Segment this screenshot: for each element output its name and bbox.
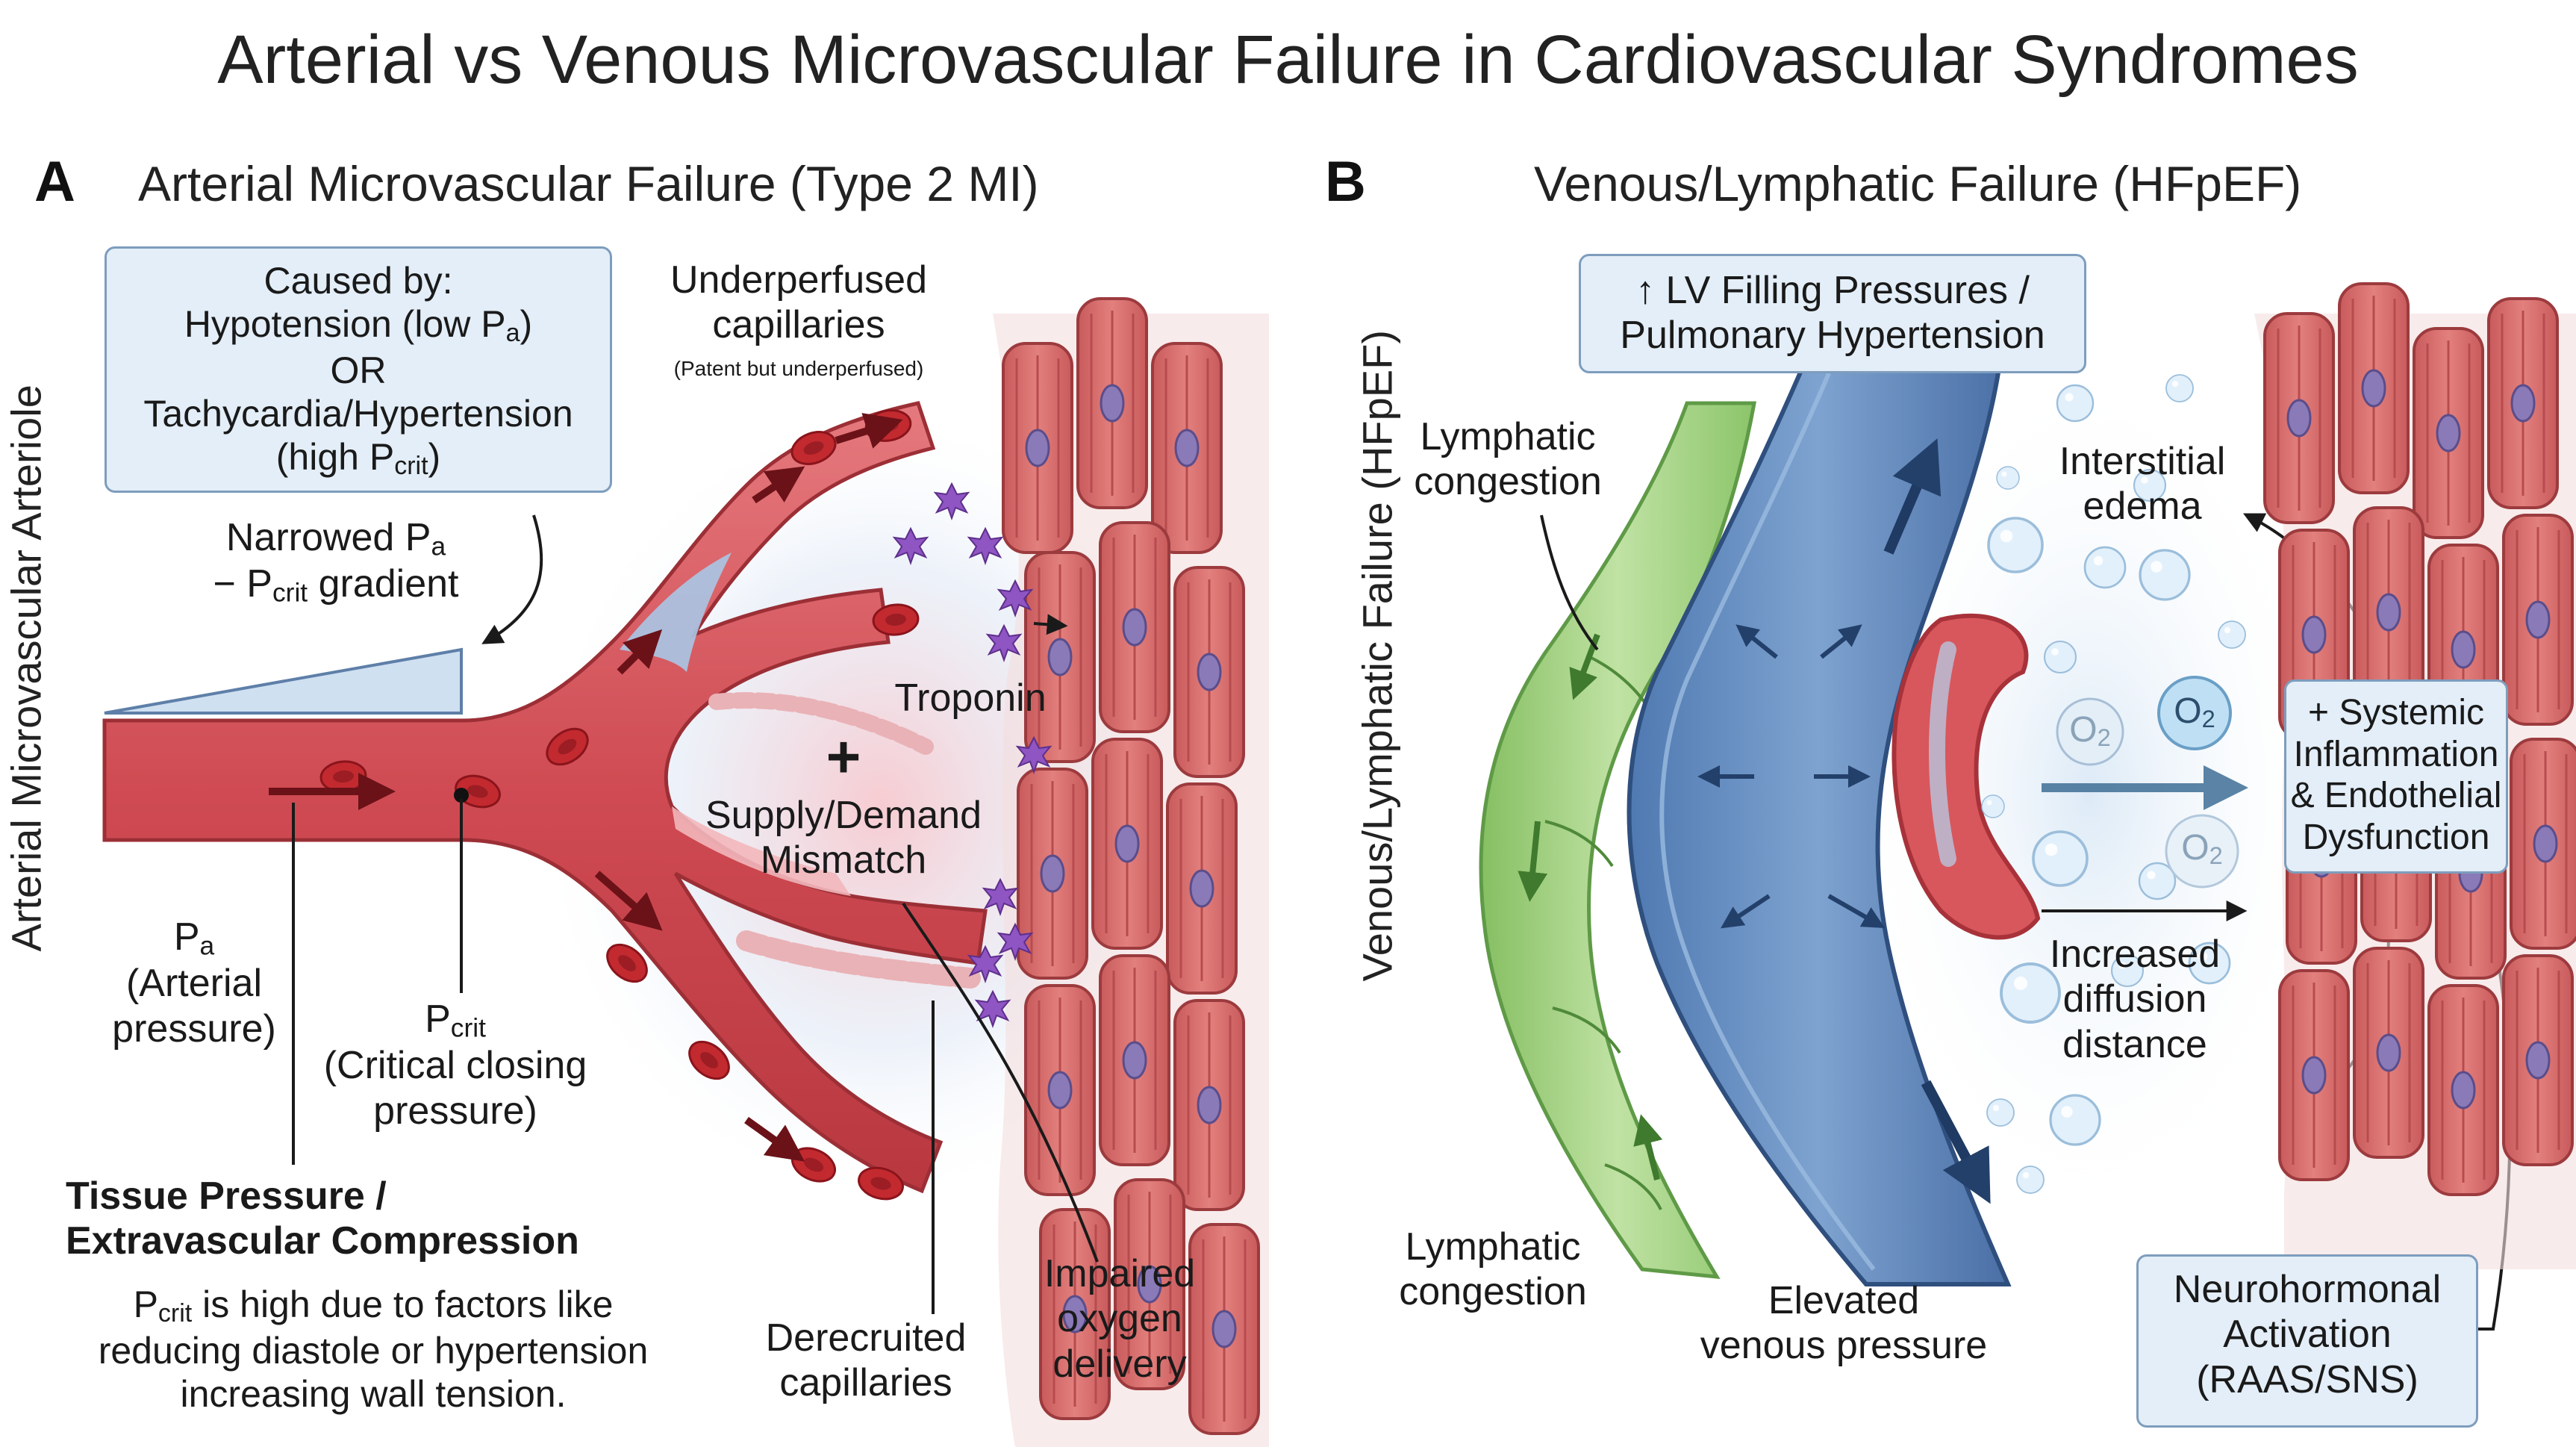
o2-label-1: O2 bbox=[2069, 710, 2111, 751]
derecruited-capillary bbox=[736, 930, 981, 989]
lymphatic-congestion-bottom: Lymphatic congestion bbox=[1399, 1225, 1587, 1314]
upper-capillary bbox=[708, 692, 934, 755]
lymphatic-valves bbox=[1544, 656, 1662, 1210]
pcrit-point bbox=[454, 788, 469, 803]
plus-sign: + bbox=[826, 724, 861, 790]
crescent-cell-inner bbox=[1929, 641, 1956, 867]
vein-pressure-arrows bbox=[1697, 624, 1886, 929]
interstitial-edema-label: Interstitial edema bbox=[2059, 440, 2226, 529]
caused-by-box: Caused by: Hypotension (low Pa) OR Tachy… bbox=[105, 246, 612, 493]
panel-a-letter: A bbox=[34, 150, 75, 214]
neurohormonal-box: Neurohormonal Activation (RAAS/SNS) bbox=[2136, 1254, 2478, 1428]
pcrit-label: Pcrit (Critical closing pressure) bbox=[323, 998, 587, 1133]
gradient-wedge bbox=[104, 647, 463, 715]
tissue-pressure-description: Pcrit is high due to factors like reduci… bbox=[98, 1283, 649, 1415]
panel-a-title: Arterial Microvascular Failure (Type 2 M… bbox=[138, 156, 1039, 211]
o2-label-3: O2 bbox=[2181, 828, 2223, 869]
figure-title: Arterial vs Venous Microvascular Failure… bbox=[217, 22, 2359, 98]
o2-label-2: O2 bbox=[2174, 691, 2215, 732]
impaired-delivery-label: Impaired oxygen delivery bbox=[1044, 1252, 1196, 1386]
crescent-cell bbox=[1892, 613, 2041, 940]
diffusion-distance-label: Increased diffusion distance bbox=[2049, 933, 2221, 1066]
systemic-inflammation-box: + Systemic Inflammation & Endothelial Dy… bbox=[2284, 679, 2508, 874]
venous-pressure-label: Elevated venous pressure bbox=[1700, 1279, 1988, 1368]
panel-b-title: Venous/Lymphatic Failure (HFpEF) bbox=[1534, 156, 2302, 211]
pa-label: Pa (Arterial pressure) bbox=[112, 915, 276, 1051]
lv-filling-box: ↑ LV Filling Pressures / Pulmonary Hyper… bbox=[1579, 254, 2086, 373]
flow-arrows-a bbox=[269, 413, 903, 1162]
underperfused-note: (Patent but underperfused) bbox=[673, 357, 924, 380]
caused-by-high-pcrit: (high Pcrit) bbox=[275, 435, 441, 480]
derecruited-label: Derecruited capillaries bbox=[765, 1316, 967, 1405]
lymphatic-congestion-top: Lymphatic congestion bbox=[1414, 415, 1602, 504]
caused-by-tachycardia: Tachycardia/Hypertension bbox=[143, 392, 573, 435]
caused-by-or: OR bbox=[330, 349, 387, 391]
troponin-label: Troponin bbox=[894, 676, 1047, 720]
panel-a-vertical-label: Arterial Microvascular Arteriole bbox=[2, 385, 50, 952]
caused-by-heading: Caused by: bbox=[263, 260, 453, 302]
underperfused-label: Underperfused capillaries bbox=[670, 258, 927, 347]
gradient-label: Narrowed Pa − Pcrit gradient bbox=[213, 516, 459, 608]
myocardium-a bbox=[993, 297, 1269, 1447]
vein-arrows bbox=[1883, 438, 1991, 1204]
o2-bubbles bbox=[2056, 676, 2239, 889]
tissue-pressure-heading: Tissue Pressure / Extravascular Compress… bbox=[66, 1174, 579, 1263]
annotation-lines-a bbox=[292, 514, 1099, 1314]
caused-by-hypotension: Hypotension (low Pa) bbox=[184, 303, 533, 348]
panel-b-letter: B bbox=[1325, 150, 1366, 214]
vein-wall bbox=[1659, 372, 1876, 1271]
mismatch-label: Supply/Demand Mismatch bbox=[705, 794, 982, 883]
panel-b-vertical-label: Venous/Lymphatic Failure (HFpEF) bbox=[1353, 330, 1401, 982]
